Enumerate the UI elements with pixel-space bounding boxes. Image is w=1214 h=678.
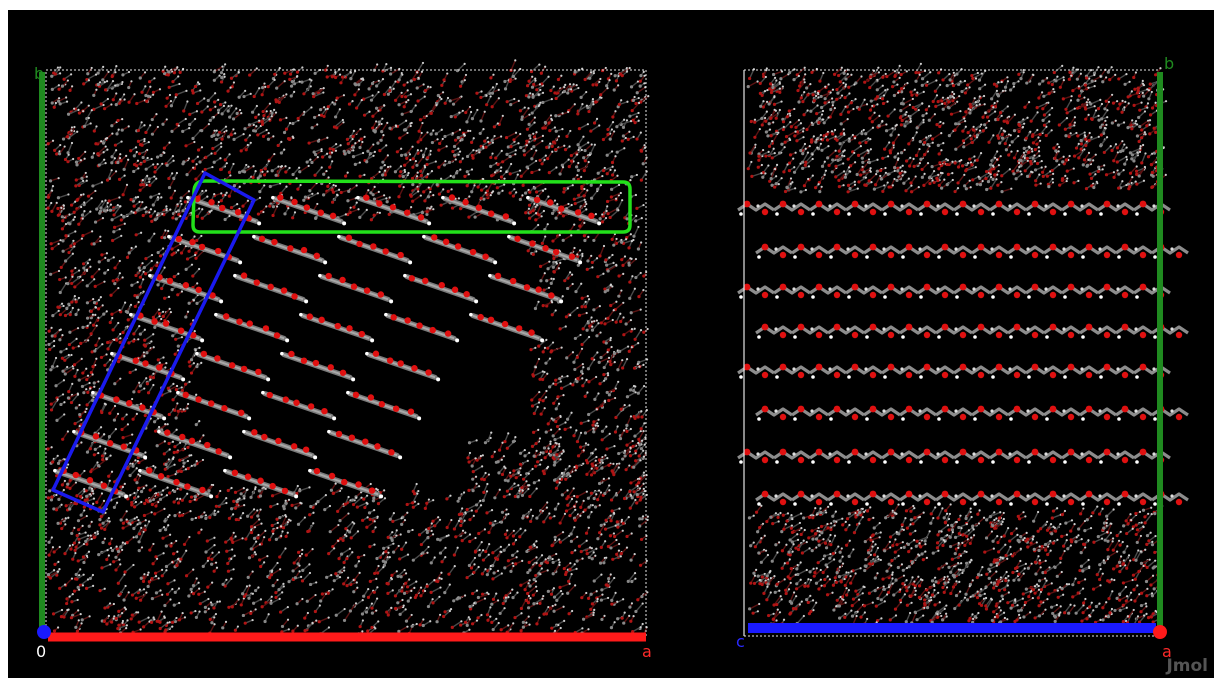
a-axis-label-right: a [1162, 642, 1172, 661]
left-view-panel[interactable]: b 0 a [8, 10, 668, 678]
c-axis-label-right: c [736, 632, 745, 651]
a-axis-origin-marker [1153, 625, 1167, 639]
origin-label: 0 [36, 642, 47, 661]
a-axis-label-left: a [642, 642, 652, 661]
crystal-molecules-left [53, 194, 602, 499]
b-axis-label-left: b [34, 64, 45, 83]
solvent-molecules-right [746, 62, 1168, 627]
right-crystal-view [737, 62, 1189, 639]
solvent-molecules-left [46, 59, 650, 637]
molecule-viewer-canvas[interactable]: b 0 a b c a Jmol [8, 10, 1214, 678]
c-axis-origin-marker [37, 625, 51, 639]
jmol-watermark: Jmol [1166, 656, 1208, 676]
left-crystal-view [37, 59, 650, 642]
highlight-column-box [51, 171, 256, 514]
right-view-panel[interactable]: b c a [708, 10, 1214, 678]
b-axis-label-right: b [1164, 54, 1175, 73]
crystal-molecules-right [737, 200, 1189, 506]
